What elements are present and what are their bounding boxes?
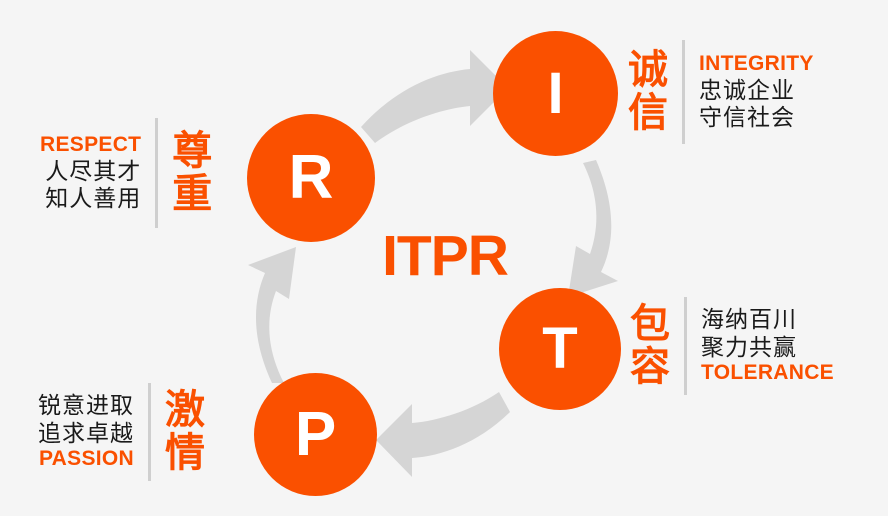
arrow-i-to-t-icon [568,160,618,297]
label-block-tolerance: 包 容 海纳百川 聚力共赢 TOLERANCE [630,297,834,395]
label-block-passion: 锐意进取 追求卓越 PASSION 激 情 [38,383,205,481]
integrity-cn-title: 诚 信 [628,47,668,135]
tolerance-line-2: 聚力共赢 [701,333,797,360]
arrow-p-to-r-icon [248,247,296,383]
node-circle-integrity[interactable]: I [493,31,618,156]
integrity-detail: INTEGRITY 忠诚企业 守信社会 [699,52,814,131]
passion-detail: 锐意进取 追求卓越 PASSION [38,392,134,471]
tolerance-line-1: 海纳百川 [701,306,797,333]
label-block-integrity: 诚 信 INTEGRITY 忠诚企业 守信社会 [628,40,814,144]
center-wordmark: ITPR [382,224,509,288]
tolerance-cn-title: 包 容 [630,301,670,389]
respect-cn-title: 尊 重 [172,128,213,216]
arrow-t-to-p-icon [376,392,510,477]
respect-line-2: 知人善用 [45,185,142,212]
integrity-line-1: 忠诚企业 [699,77,795,104]
passion-english-label: PASSION [38,446,134,470]
respect-english-label: RESPECT [40,133,142,157]
label-block-respect: RESPECT 人尽其才 知人善用 尊 重 [40,118,212,228]
node-letter-t: T [542,316,578,381]
arrow-r-to-i-icon [361,50,508,143]
respect-divider [155,118,159,228]
tolerance-detail: 海纳百川 聚力共赢 TOLERANCE [701,306,834,385]
node-circle-passion[interactable]: P [254,373,377,496]
integrity-line-2: 守信社会 [699,104,795,131]
integrity-english-label: INTEGRITY [699,52,814,76]
passion-line-2: 追求卓越 [38,419,134,446]
respect-detail: RESPECT 人尽其才 知人善用 [40,133,141,212]
respect-line-1: 人尽其才 [45,158,142,185]
passion-divider [148,383,151,481]
passion-cn-title: 激 情 [165,387,205,475]
node-letter-p: P [294,399,337,469]
integrity-divider [682,40,685,144]
node-circle-tolerance[interactable]: T [499,288,621,410]
passion-line-1: 锐意进取 [38,392,134,419]
tolerance-divider [684,297,687,395]
node-letter-i: I [547,60,564,126]
node-letter-r: R [288,143,334,212]
tolerance-english-label: TOLERANCE [701,360,834,384]
node-circle-respect[interactable]: R [247,114,375,242]
